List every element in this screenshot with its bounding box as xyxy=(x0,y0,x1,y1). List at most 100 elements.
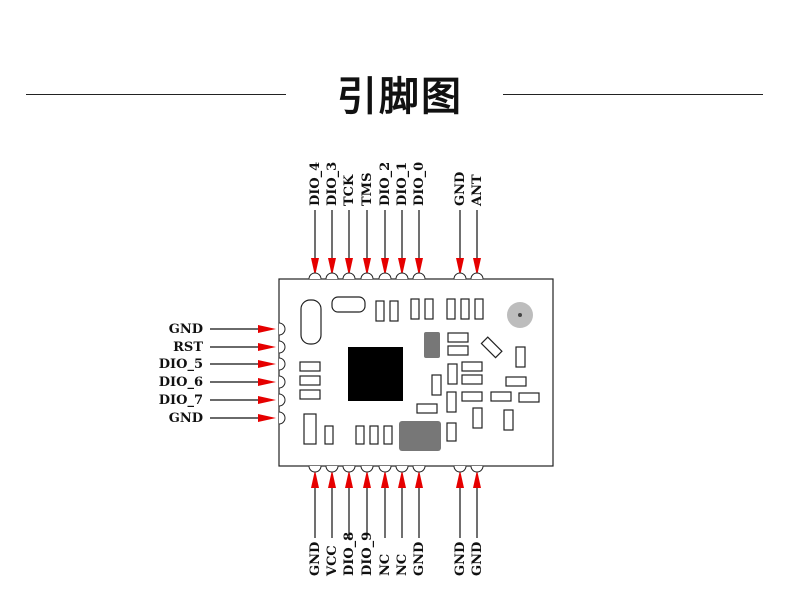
pin-label: ANT xyxy=(470,174,485,207)
crystal-component xyxy=(300,299,322,345)
smd-component xyxy=(446,391,457,413)
pin-arrow-icon xyxy=(258,414,276,422)
smd-component xyxy=(383,425,393,445)
pin-arrow-icon xyxy=(328,258,336,276)
smd-component xyxy=(446,298,456,320)
smd-component xyxy=(461,374,483,385)
top-pin: TCK xyxy=(342,174,357,280)
smd-component xyxy=(299,389,321,400)
left-pin: RST xyxy=(173,340,286,355)
pin-label: NC xyxy=(395,554,410,576)
smd-component xyxy=(299,361,321,372)
smd-component xyxy=(503,409,514,431)
top-pin: DIO_3 xyxy=(325,162,340,280)
bottom-pin: GND xyxy=(412,465,427,576)
pin-arrow-icon xyxy=(311,470,319,488)
smd-component xyxy=(472,407,483,429)
pin-label: GND xyxy=(453,172,468,206)
pin-arrow-icon xyxy=(258,343,276,351)
smd-component xyxy=(447,363,458,385)
gray-component xyxy=(424,332,440,358)
bottom-pin: NC xyxy=(395,465,410,576)
pin-arrow-icon xyxy=(258,360,276,368)
smd-component xyxy=(324,425,334,445)
oval-component xyxy=(331,296,366,313)
pin-arrow-icon xyxy=(415,258,423,276)
pin-label: GND xyxy=(412,542,427,576)
smd-component xyxy=(303,413,317,445)
page-title: 引脚图 xyxy=(337,74,463,120)
pin-label: TMS xyxy=(360,173,375,206)
pin-label: DIO_3 xyxy=(325,162,340,206)
pin-arrow-icon xyxy=(456,258,464,276)
pin-arrow-icon xyxy=(258,325,276,333)
pin-label: GND xyxy=(453,542,468,576)
pin-arrow-icon xyxy=(328,470,336,488)
top-pin: ANT xyxy=(470,174,485,280)
title-rule-left xyxy=(26,94,286,95)
bottom-pin: GND xyxy=(470,465,485,576)
pin-label: TCK xyxy=(342,174,357,206)
bottom-pin: GND xyxy=(308,465,323,576)
pin-arrow-icon xyxy=(473,258,481,276)
smd-component xyxy=(424,298,434,320)
antenna-knob-center xyxy=(518,313,522,317)
pin-label: DIO_4 xyxy=(308,162,323,206)
pin-arrow-icon xyxy=(381,470,389,488)
top-pin: TMS xyxy=(360,173,375,280)
smd-component xyxy=(369,425,379,445)
pin-label: RST xyxy=(173,340,203,355)
smd-component xyxy=(447,345,469,356)
pin-arrow-icon xyxy=(258,396,276,404)
smd-component xyxy=(389,300,399,322)
top-pin: DIO_2 xyxy=(378,162,393,280)
pin-arrow-icon xyxy=(456,470,464,488)
top-pin: DIO_4 xyxy=(308,162,323,280)
smd-component xyxy=(460,298,470,320)
bottom-pin: GND xyxy=(453,465,468,576)
pin-label: DIO_1 xyxy=(395,162,410,206)
pin-arrow-icon xyxy=(415,470,423,488)
board-components xyxy=(299,296,540,445)
smd-component xyxy=(299,375,321,386)
pin-label: GND xyxy=(169,411,203,426)
pin-label: DIO_7 xyxy=(159,393,203,408)
smd-component xyxy=(490,391,512,402)
smd-component xyxy=(431,374,442,396)
pin-arrow-icon xyxy=(345,470,353,488)
left-pin: DIO_7 xyxy=(159,393,286,408)
smd-component xyxy=(410,298,420,320)
pin-arrow-icon xyxy=(345,258,353,276)
pin-label: DIO_0 xyxy=(412,162,427,206)
pin-arrow-icon xyxy=(363,258,371,276)
pin-arrow-icon xyxy=(381,258,389,276)
pin-arrow-icon xyxy=(473,470,481,488)
left-pin: GND xyxy=(169,322,286,337)
left-pin: DIO_5 xyxy=(159,357,286,372)
pin-label: GND xyxy=(169,322,203,337)
top-pin: GND xyxy=(453,172,468,280)
smd-component xyxy=(480,336,503,359)
bottom-pin: VCC xyxy=(325,465,340,577)
pin-arrow-icon xyxy=(311,258,319,276)
gray-component xyxy=(399,421,441,451)
smd-component xyxy=(474,298,484,320)
pin-label: DIO_8 xyxy=(342,532,357,576)
title-rule-right xyxy=(503,94,763,95)
smd-component xyxy=(446,422,457,442)
smd-component xyxy=(461,391,483,402)
smd-component xyxy=(515,346,526,368)
pin-label: GND xyxy=(470,542,485,576)
left-pin: GND xyxy=(169,411,286,426)
smd-component xyxy=(505,376,527,387)
smd-component xyxy=(518,392,540,403)
smd-component xyxy=(447,332,469,343)
smd-component xyxy=(416,403,438,414)
pin-arrow-icon xyxy=(398,470,406,488)
top-pin: DIO_0 xyxy=(412,162,427,280)
bottom-pin: DIO_9 xyxy=(360,465,375,576)
left-pin: DIO_6 xyxy=(159,375,286,390)
pin-arrow-icon xyxy=(258,378,276,386)
